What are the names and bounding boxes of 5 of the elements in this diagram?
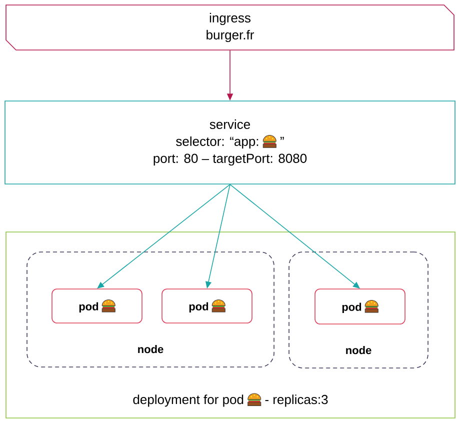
pod-box: pod — [52, 288, 142, 324]
ingress-box: ingress burger.fr — [6, 4, 454, 50]
pod-box: pod — [314, 288, 406, 324]
service-box: service selector: “app: ” port: 80 – targetPort: 8080 — [4, 100, 456, 184]
pod-box: pod — [162, 288, 252, 324]
